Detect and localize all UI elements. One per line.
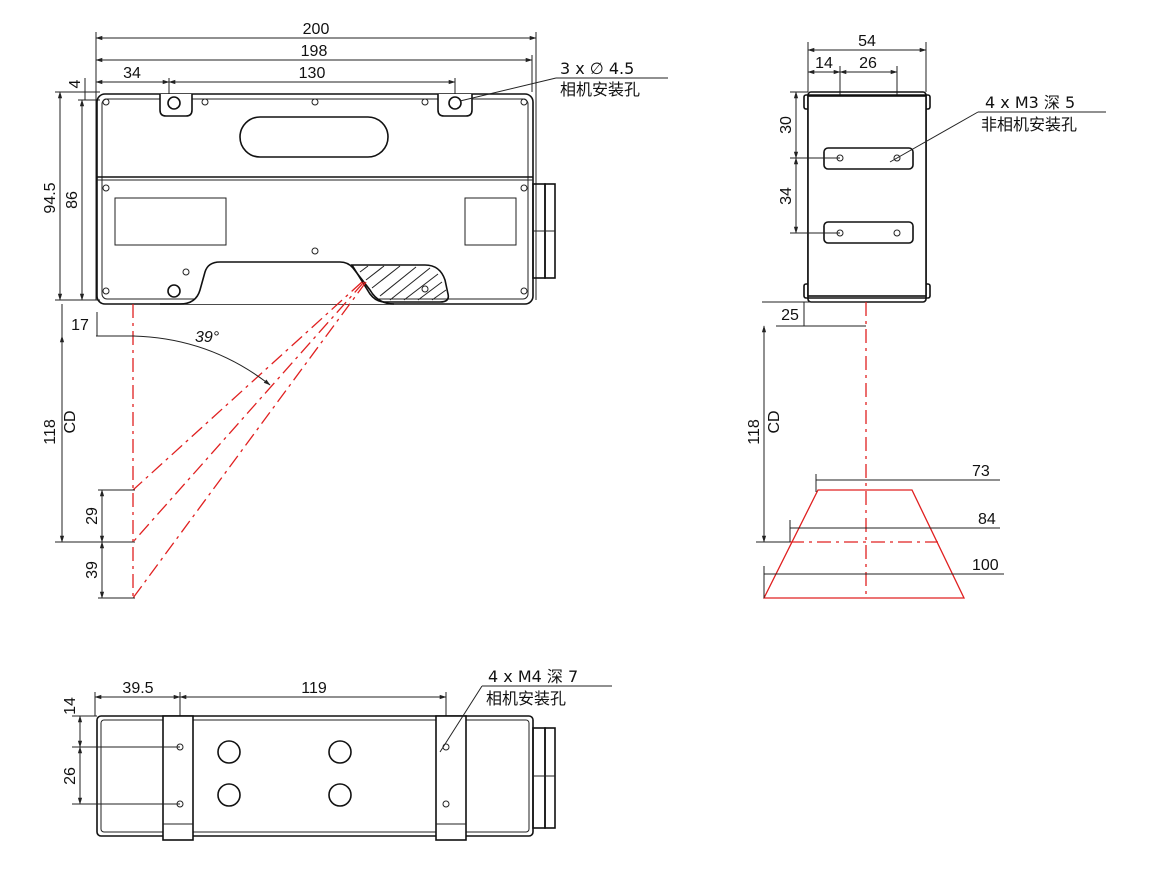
bottom-view: 39.5 119 14 26 4 x M4 深 7 相机 xyxy=(62,667,612,841)
dim-94-5: 94.5 xyxy=(42,182,59,213)
dim-34-side: 34 xyxy=(778,187,795,205)
dim-angle: 39° xyxy=(195,329,220,346)
bottom-cutout xyxy=(160,261,395,305)
mount-hole-icon xyxy=(448,96,462,110)
side-view: 54 14 26 30 34 4 x M3 深 5 非相机安装孔 2 xyxy=(746,33,1106,599)
note-mount-hole: 3 x ∅ 4.5 xyxy=(560,59,634,78)
dim-84: 84 xyxy=(978,511,996,528)
laser-ray xyxy=(132,281,363,491)
label-panel xyxy=(114,197,227,246)
cd-label: CD xyxy=(62,410,79,433)
laser-ray xyxy=(132,281,367,599)
dim-34: 34 xyxy=(123,65,141,82)
dim-39-5: 39.5 xyxy=(122,680,153,697)
note-mount-label: 相机安装孔 xyxy=(560,80,640,99)
screw-icons xyxy=(102,98,528,295)
dim-29: 29 xyxy=(84,507,101,525)
dim-119: 119 xyxy=(301,680,327,697)
dim-73: 73 xyxy=(972,463,990,480)
dim-130: 130 xyxy=(299,65,326,82)
hole-icons xyxy=(836,154,901,237)
dim-26: 26 xyxy=(859,55,877,72)
mount-bracket xyxy=(162,715,194,841)
mount-bracket xyxy=(435,715,467,841)
laser-ray xyxy=(132,281,365,543)
dim-39: 39 xyxy=(84,561,101,579)
port-icons xyxy=(217,740,352,807)
angle-arc xyxy=(132,335,271,386)
dim-14: 14 xyxy=(815,55,833,72)
dim-14-bottom: 14 xyxy=(62,697,79,715)
dim-4: 4 xyxy=(67,79,84,88)
window-slot xyxy=(239,116,389,158)
dim-198: 198 xyxy=(301,43,328,60)
mount-tab-right xyxy=(437,94,473,117)
dim-17: 17 xyxy=(71,317,89,334)
dim-86: 86 xyxy=(64,191,81,209)
front-view: 200 198 34 130 4 94.5 86 xyxy=(42,21,668,599)
note-m4-label: 相机安装孔 xyxy=(486,689,566,708)
note-m3-label: 非相机安装孔 xyxy=(981,115,1077,134)
mount-hole-icon xyxy=(167,96,181,110)
dim-cd-118-side: 118 xyxy=(746,419,763,445)
dim-26-bottom: 26 xyxy=(62,767,79,785)
note-m4: 4 x M4 深 7 xyxy=(488,667,578,686)
label-panel xyxy=(464,197,517,246)
dim-25: 25 xyxy=(781,307,799,324)
dim-30: 30 xyxy=(778,116,795,134)
dim-54: 54 xyxy=(858,33,876,50)
cd-label-side: CD xyxy=(766,410,783,433)
mount-hole-icon xyxy=(167,284,181,298)
dim-cd-118: 118 xyxy=(42,419,59,445)
laser-window xyxy=(350,264,450,303)
field-of-view xyxy=(762,489,966,599)
mount-tab-left xyxy=(159,94,193,117)
dim-200: 200 xyxy=(303,21,330,38)
dim-100: 100 xyxy=(972,557,999,574)
note-m3: 4 x M3 深 5 xyxy=(985,93,1075,112)
